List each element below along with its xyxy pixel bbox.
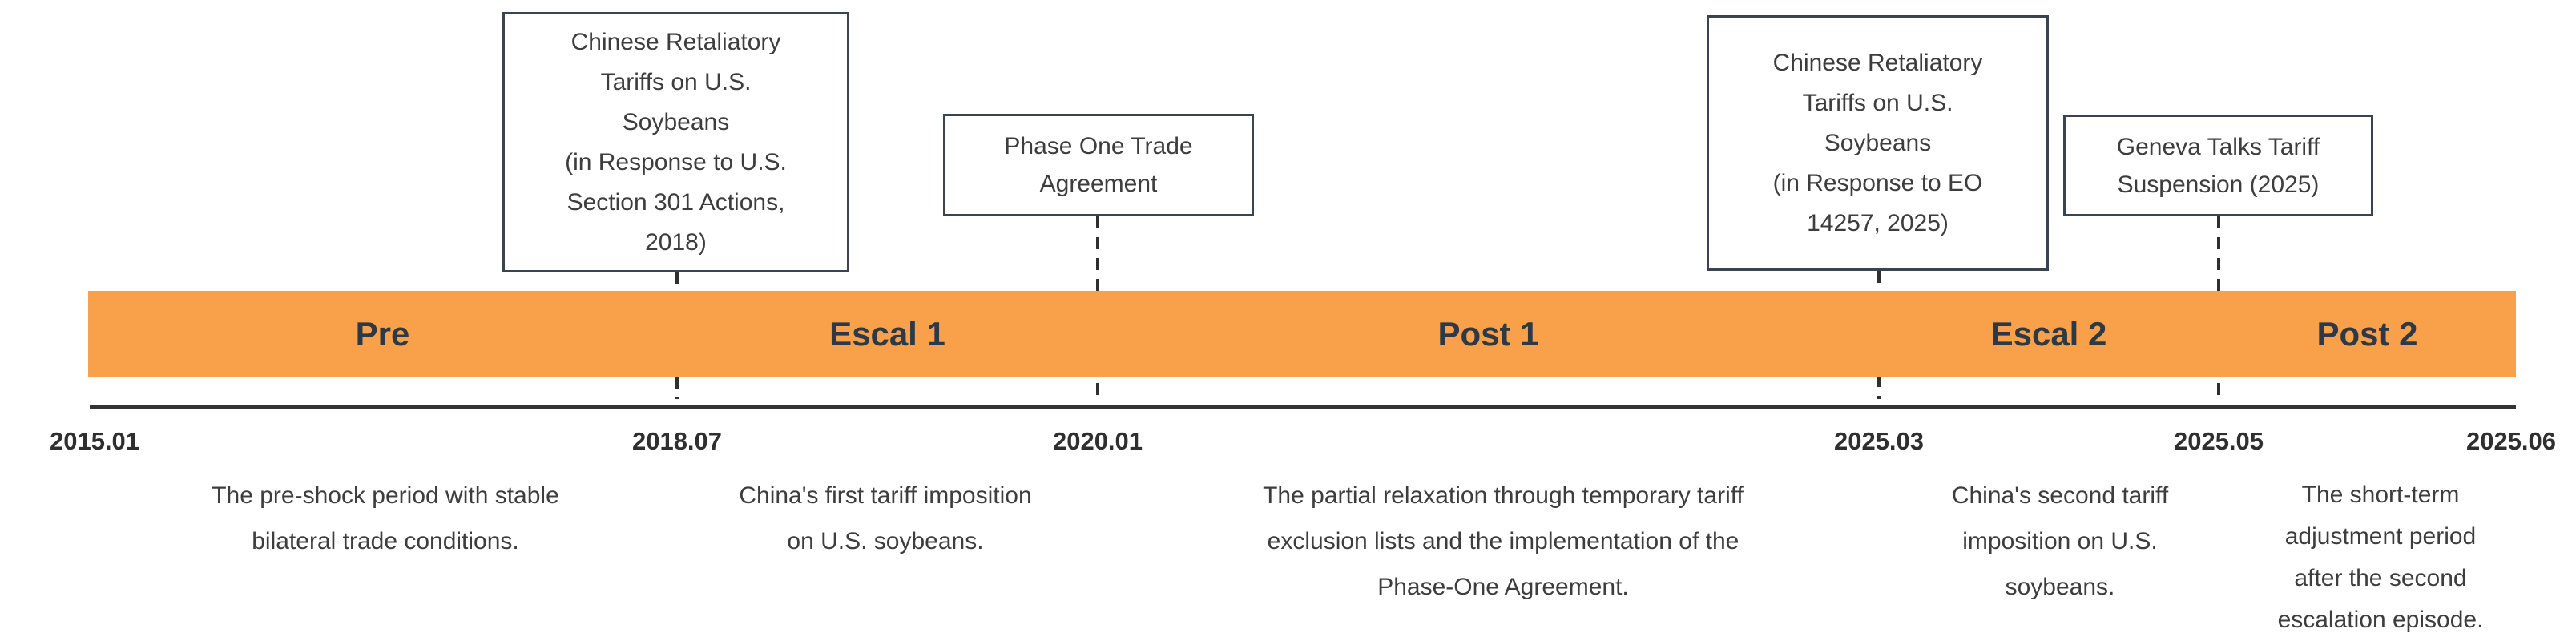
axis-date-2015-01: 2015.01 <box>49 427 140 455</box>
axis-date-2020-01: 2020.01 <box>1052 427 1143 455</box>
period-description-pre: The pre-shock period with stable bilater… <box>212 482 559 554</box>
period-label-post-2: Post 2 <box>2316 315 2418 353</box>
period-label-post-1: Post 1 <box>1437 315 1539 353</box>
event-box-chinese-retaliatory-2018: Chinese Retaliatory Tariffs on U.S. Soyb… <box>502 12 849 272</box>
period-description-post-1: The partial relaxation through temporary… <box>1263 482 1744 600</box>
event-box-chinese-retaliatory-2025: Chinese Retaliatory Tariffs on U.S. Soyb… <box>1707 15 2049 271</box>
axis-date-2025-03: 2025.03 <box>1833 427 1925 455</box>
period-label-escal-1: Escal 1 <box>829 315 945 353</box>
time-axis-line <box>90 405 2516 409</box>
period-label-escal-2: Escal 2 <box>1990 315 2107 353</box>
event-box-geneva-talks-suspension: Geneva Talks Tariff Suspension (2025) <box>2063 115 2373 216</box>
period-description-escal-2: China's second tariff imposition on U.S.… <box>1951 482 2169 600</box>
axis-date-2025-06: 2025.06 <box>2465 427 2557 455</box>
period-description-escal-1: China's first tariff imposition on U.S. … <box>739 482 1032 554</box>
axis-date-2018-07: 2018.07 <box>631 427 723 455</box>
period-bar <box>88 291 2516 377</box>
period-description-post-2: The short-term adjustment period after t… <box>2277 482 2484 633</box>
period-label-pre: Pre <box>355 315 410 353</box>
event-box-phase-one-agreement: Phase One Trade Agreement <box>943 114 1254 216</box>
axis-date-2025-05: 2025.05 <box>2173 427 2264 455</box>
